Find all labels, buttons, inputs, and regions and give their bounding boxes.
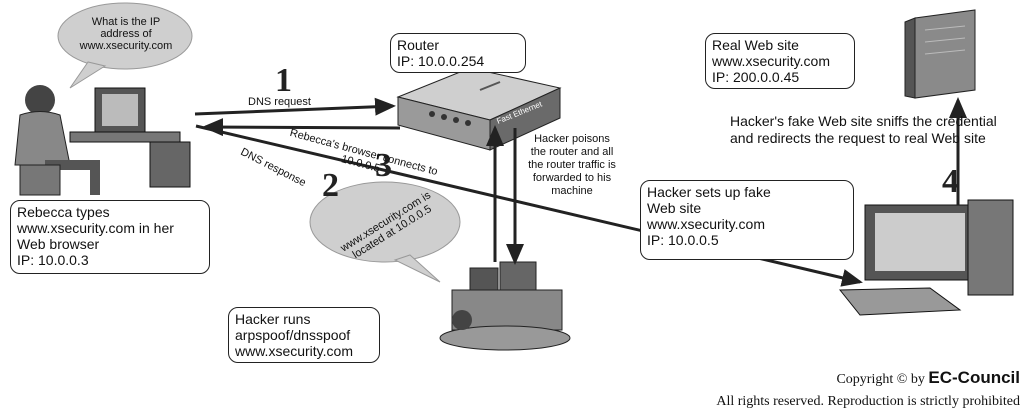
dns-request-label: DNS request <box>248 96 311 108</box>
step-2-number: 2 <box>322 167 339 205</box>
rebecca-computer-illustration <box>15 85 190 195</box>
dns-response-arrow <box>205 127 400 128</box>
router-poison-label: Hacker poisons the router and all the ro… <box>528 133 616 198</box>
fake-site-box: Hacker sets up fake Web site www.xsecuri… <box>640 180 854 260</box>
rebecca-line-2: www.xsecurity.com in her <box>17 220 203 236</box>
fake-site-computer-illustration <box>840 200 1013 315</box>
real-site-title: Real Web site <box>712 37 848 53</box>
fake-site-line-3: www.xsecurity.com <box>647 216 847 232</box>
copyright-text: Copyright © by <box>836 372 924 387</box>
step-1-number: 1 <box>275 62 292 100</box>
question-bubble-text: What is the IP address of www.xsecurity.… <box>72 16 180 52</box>
rebecca-line-1: Rebecca types <box>17 204 203 220</box>
step-4-number: 4 <box>942 163 959 201</box>
copyright-line-2: All rights reserved. Reproduction is str… <box>716 391 1020 413</box>
copyright-block: Copyright © by EC-Council All rights res… <box>716 367 1020 413</box>
real-server-illustration <box>905 10 975 98</box>
hacker-machine-illustration <box>440 262 570 350</box>
router-title: Router <box>397 37 519 53</box>
real-site-box: Real Web site www.xsecurity.com IP: 200.… <box>705 33 855 89</box>
ec-council-brand: EC-Council <box>928 368 1020 387</box>
rebecca-line-3: Web browser <box>17 236 203 252</box>
hacker-runs-line-3: www.xsecurity.com <box>235 343 373 359</box>
fake-site-line-1: Hacker sets up fake <box>647 184 847 200</box>
fake-site-ip: IP: 10.0.0.5 <box>647 232 847 248</box>
rebecca-ip: IP: 10.0.0.3 <box>17 252 203 268</box>
sniff-description: Hacker's fake Web site sniffs the creden… <box>730 113 1005 147</box>
hacker-runs-line-2: arpspoof/dnsspoof <box>235 327 373 343</box>
rebecca-box: Rebecca types www.xsecurity.com in her W… <box>10 200 210 274</box>
copyright-line-1: Copyright © by EC-Council <box>716 367 1020 391</box>
router-box: Router IP: 10.0.0.254 <box>390 33 526 73</box>
real-site-ip: IP: 200.0.0.45 <box>712 69 848 85</box>
real-site-domain: www.xsecurity.com <box>712 53 848 69</box>
fake-site-line-2: Web site <box>647 200 847 216</box>
router-ip: IP: 10.0.0.254 <box>397 53 519 69</box>
hacker-runs-line-1: Hacker runs <box>235 311 373 327</box>
hacker-runs-box: Hacker runs arpspoof/dnsspoof www.xsecur… <box>228 307 380 363</box>
